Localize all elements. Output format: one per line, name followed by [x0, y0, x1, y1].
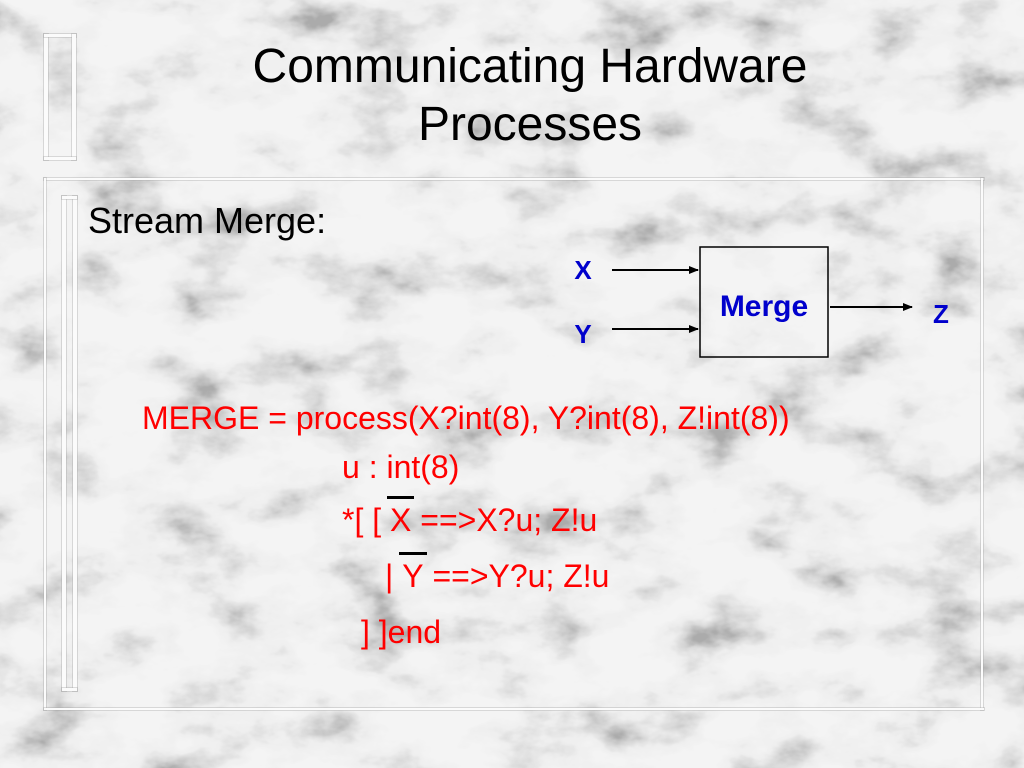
slide-title-line2: Processes — [417, 98, 643, 151]
frame-body-top-line — [44, 178, 984, 180]
frame-title-top-bar — [44, 34, 76, 37]
probe-y-overbar: Y — [399, 552, 427, 594]
code-line-guard-y-prefix: | — [385, 558, 403, 594]
code-line-guard-y-rest: ==>Y?u; Z!u — [423, 558, 610, 594]
code-line-process-header: MERGE = process(X?int(8), Y?int(8), Z!in… — [142, 400, 790, 436]
input-y-label: Y — [574, 319, 591, 349]
code-line-guard-y: | Y ==>Y?u; Z!u — [385, 552, 610, 596]
frame-body-left-line — [44, 178, 46, 710]
input-x-label: X — [574, 255, 592, 285]
merge-block-label: Merge — [720, 290, 808, 323]
frame-title-left-bar — [44, 34, 48, 160]
code-line-guard-x-rest: ==>X?u; Z!u — [411, 502, 598, 538]
frame-content-right-bar — [73, 196, 77, 691]
code-line-variable-decl: u : int(8) — [342, 449, 460, 485]
code-line-guard-x-prefix: *[ [ — [342, 502, 391, 538]
frame-content-bottom-bar — [62, 688, 77, 691]
probe-x-overbar: X — [386, 496, 415, 538]
frame-body-bottom-line — [44, 708, 984, 710]
frame-body-right-line — [981, 178, 983, 710]
frame-content-left-bar — [62, 196, 66, 691]
code-line-guard-x: *[ [ X ==>X?u; Z!u — [342, 496, 598, 540]
frame-content-top-bar — [62, 196, 77, 199]
slide-subtitle: Stream Merge: — [88, 200, 327, 241]
slide-title-line1: Communicating Hardware — [252, 40, 808, 93]
frame-title-bottom-bar — [44, 157, 76, 160]
slide-title: Communicating Hardware Processes — [130, 38, 930, 154]
code-line-end: ] ]end — [361, 614, 442, 650]
frame-title-right-bar — [72, 34, 76, 160]
output-z-label: Z — [933, 299, 949, 329]
merge-block-box — [699, 246, 829, 358]
